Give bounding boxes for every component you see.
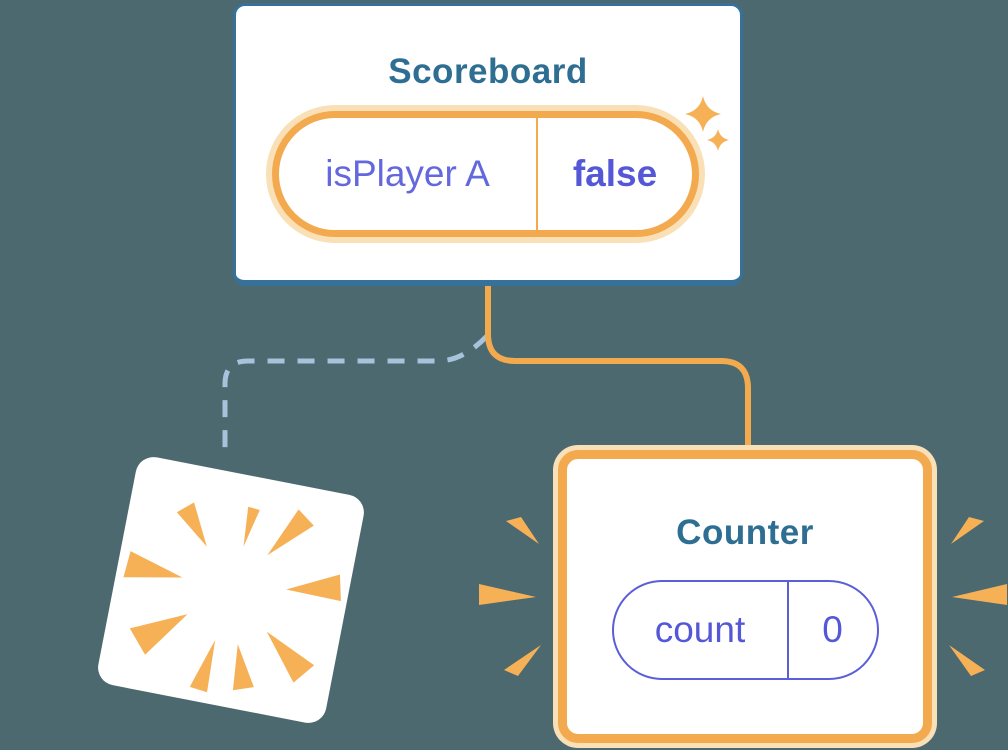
poof-burst-icon [123, 502, 341, 693]
removed-branch-dashed-line [222, 334, 489, 460]
destroyed-component-card [94, 453, 368, 727]
state-value-cell: false [538, 118, 692, 230]
scoreboard-component-card: Scoreboard isPlayer A false [233, 3, 743, 286]
state-value-label: false [572, 153, 658, 194]
counter-component-card: Counter count 0 [558, 450, 932, 743]
counter-state-name-label: count [654, 609, 746, 650]
pill-divider [536, 118, 538, 230]
parent-child-connector-line [485, 282, 751, 458]
counter-state-value-cell: 0 [789, 582, 877, 678]
counter-state-pill: count 0 [611, 580, 879, 680]
state-name-cell: isPlayer A [279, 118, 536, 230]
scoreboard-title: Scoreboard [388, 52, 588, 91]
counter-pill-divider [786, 582, 789, 678]
scoreboard-state-pill: isPlayer A false [272, 111, 699, 237]
counter-state-name-cell: count [614, 582, 787, 678]
counter-title: Counter [676, 513, 814, 552]
counter-state-value-label: 0 [822, 609, 843, 650]
state-name-label: isPlayer A [325, 153, 490, 194]
sparkle-icon [685, 96, 729, 151]
